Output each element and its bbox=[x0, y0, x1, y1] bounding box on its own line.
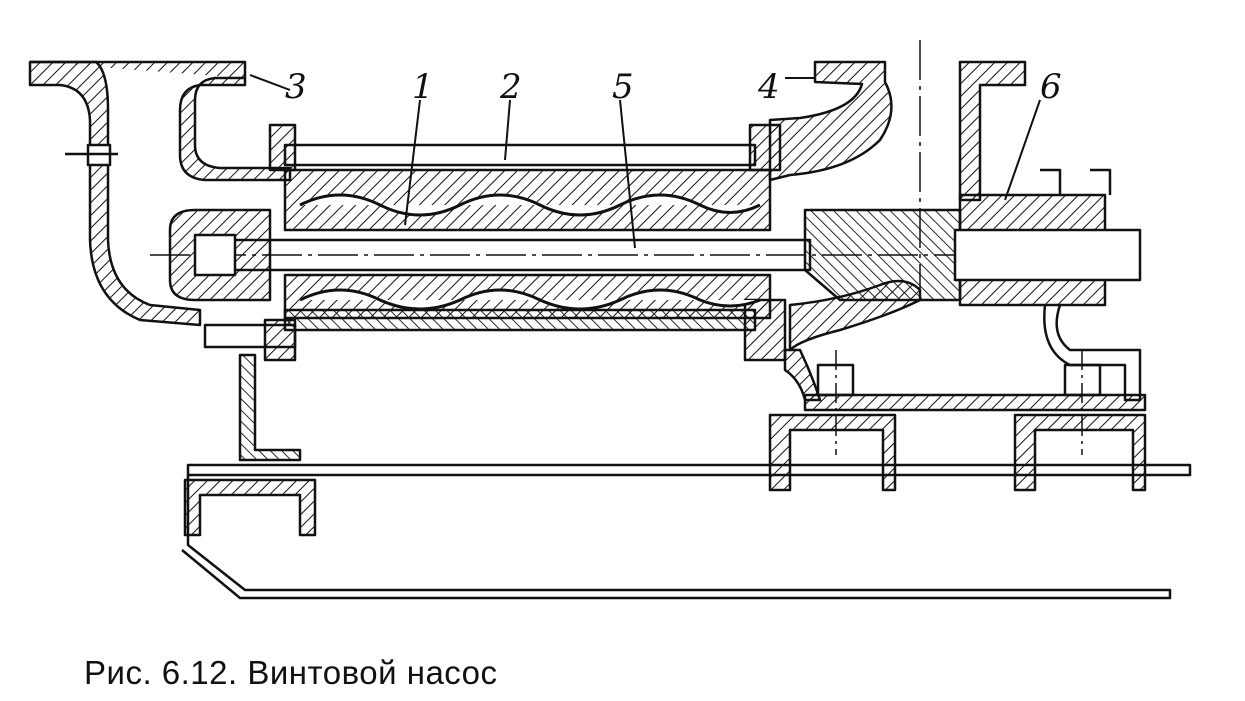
callout-leaders bbox=[249, 74, 1041, 249]
callout-2: 2 bbox=[499, 67, 522, 107]
seal-housing bbox=[803, 168, 1142, 402]
callout-6: 6 bbox=[1040, 67, 1062, 107]
callout-5: 5 bbox=[612, 67, 634, 107]
drive-shaft bbox=[150, 208, 1140, 302]
screw-pump-cross-section-drawing: 3 4 1 2 5 6 bbox=[28, 40, 1192, 600]
callout-3: 3 bbox=[285, 67, 307, 107]
callout-1: 1 bbox=[412, 67, 434, 107]
callout-4: 4 bbox=[757, 67, 780, 107]
base-frame bbox=[181, 323, 1192, 600]
figure-caption: Рис. 6.12. Винтовой насос bbox=[84, 654, 498, 691]
